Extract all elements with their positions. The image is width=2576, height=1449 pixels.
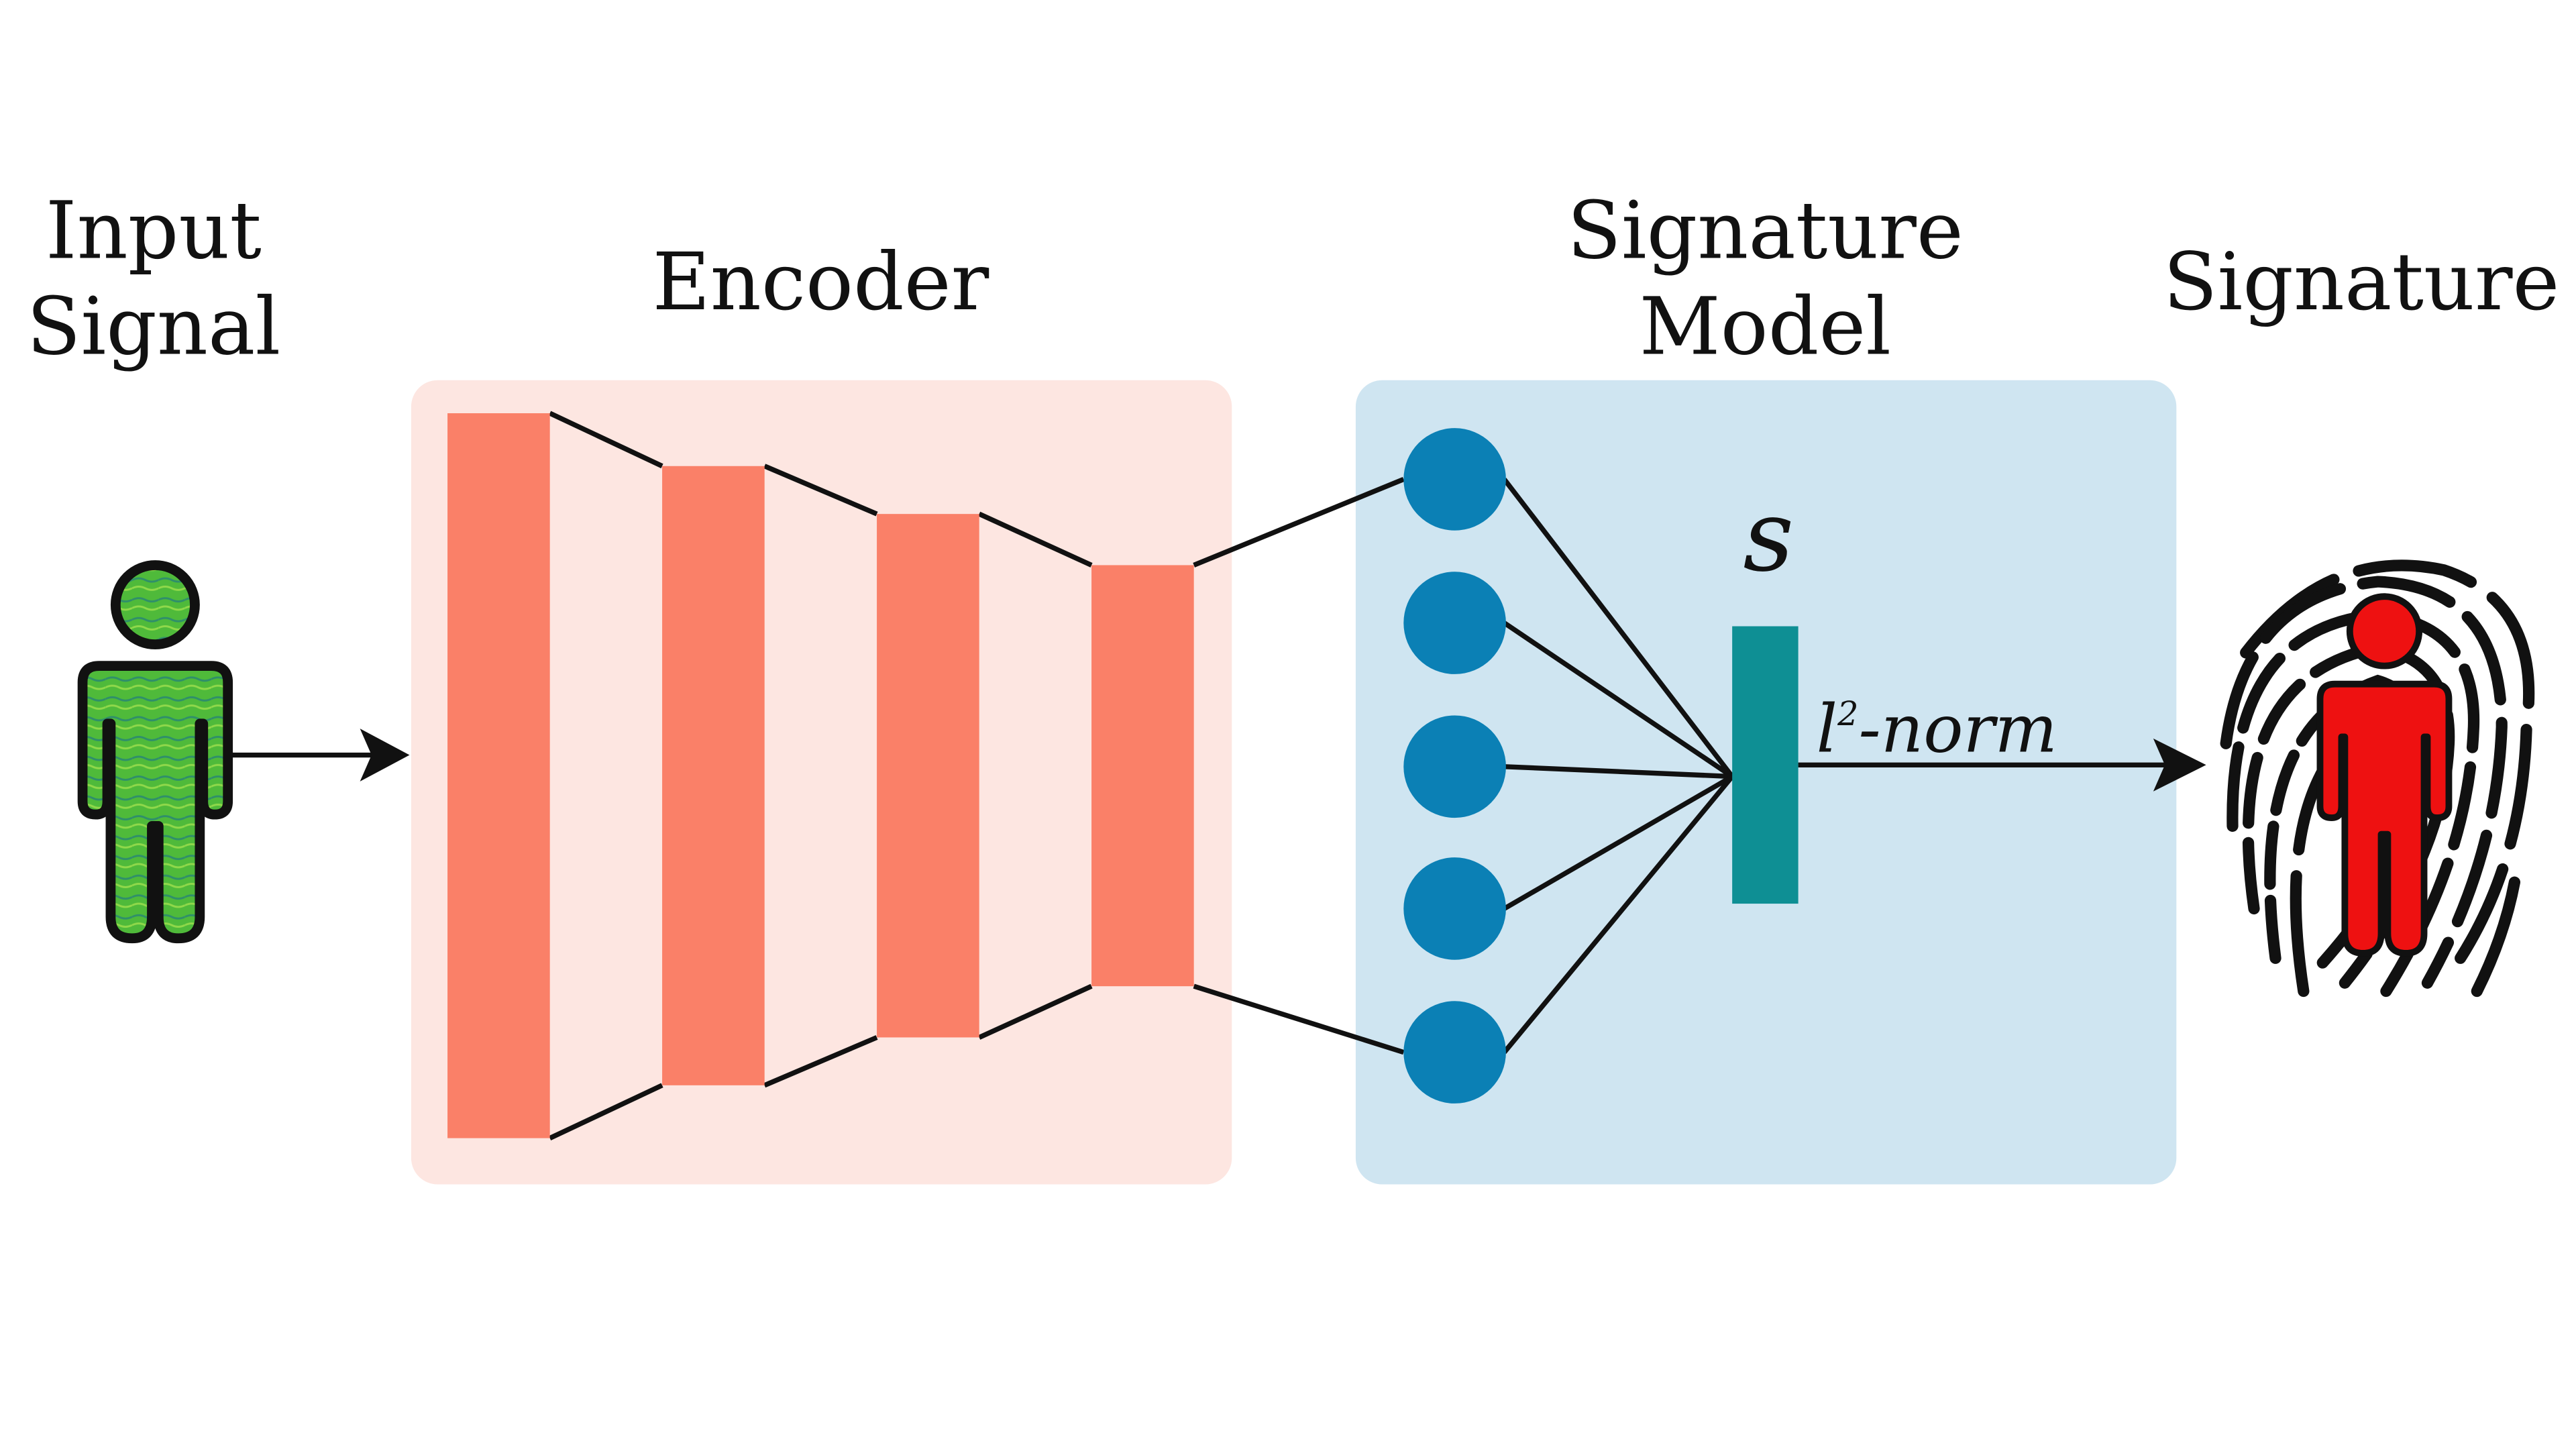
signature-model-label-line1: Signature [1567,184,1964,277]
signature-label: Signature [2163,235,2560,328]
signature-vector-symbol: s [1743,478,1794,594]
norm-suffix: -norm [1859,692,2057,768]
encoder-to-model-connectors [1193,477,1405,1055]
encoder-layer-1 [447,413,550,1138]
encoder-panel [411,380,1232,1185]
encoder-layer-4 [1091,565,1194,987]
encoder-layer-3 [877,514,979,1038]
neuron-5 [1403,1001,1506,1104]
encoder-connectors [549,411,1093,1140]
norm-superscript: 2 [1837,694,1858,733]
l2-norm-label: l2-norm [1817,692,2057,768]
output-arrowhead [2153,738,2206,792]
neuron-connectors [1502,478,1735,1054]
encoder-label: Encoder [653,235,989,328]
neuron-2 [1403,572,1506,674]
input-arrowhead [360,729,410,782]
neuron-4 [1403,857,1506,960]
signature-vector [1732,626,1799,904]
norm-base: l [1817,692,1838,768]
signature-person-icon [2316,593,2453,957]
encoder-layer-2 [662,466,765,1085]
neuron-3 [1403,715,1506,818]
signature-model-label-line2: Model [1640,280,1891,372]
person-icon [77,560,233,944]
input-signal-label-line1: Input [46,184,262,277]
input-signal-label-line2: Signal [27,280,281,372]
neuron-1 [1403,428,1506,531]
